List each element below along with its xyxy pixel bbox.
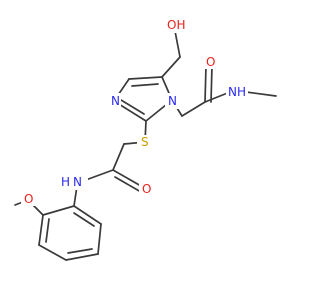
bond <box>174 30 181 58</box>
bond <box>42 205 75 216</box>
bond <box>204 91 231 103</box>
bond <box>204 65 207 103</box>
bond <box>73 212 95 227</box>
bond <box>65 253 99 261</box>
amide-nh-top-label: NH <box>228 85 246 99</box>
bond-layer <box>14 30 277 261</box>
bond <box>112 143 125 171</box>
bond <box>120 99 145 115</box>
bond <box>210 65 213 103</box>
imidazole-n1-label: N <box>168 94 177 108</box>
bond <box>112 169 142 187</box>
carbonyl-oxygen-bottom-label: O <box>142 182 151 196</box>
bond <box>245 91 277 97</box>
bond <box>38 244 67 261</box>
bond <box>97 223 102 255</box>
bond <box>67 248 93 254</box>
thioether-sulfur-label: S <box>141 135 149 149</box>
bond <box>161 56 181 78</box>
hydroxyl-label: OH <box>167 18 185 32</box>
bond <box>131 83 159 87</box>
bond <box>38 214 44 246</box>
amide-nh-bottom-n-label: N <box>73 175 82 189</box>
bond <box>181 101 206 117</box>
bond <box>73 205 102 225</box>
methoxy-oxygen-label: O <box>24 192 33 206</box>
bond <box>114 176 142 193</box>
imidazole-n3-label: N <box>111 94 120 108</box>
structure-canvas: OH O NH N N S H N O O <box>14 17 277 261</box>
bond <box>45 218 50 243</box>
bond <box>128 76 163 80</box>
atom-label-layer: OH O NH N N S H N O O <box>21 17 248 206</box>
amide-nh-bottom-h-label: H <box>61 175 70 189</box>
carbonyl-oxygen-top-label: O <box>206 55 215 69</box>
